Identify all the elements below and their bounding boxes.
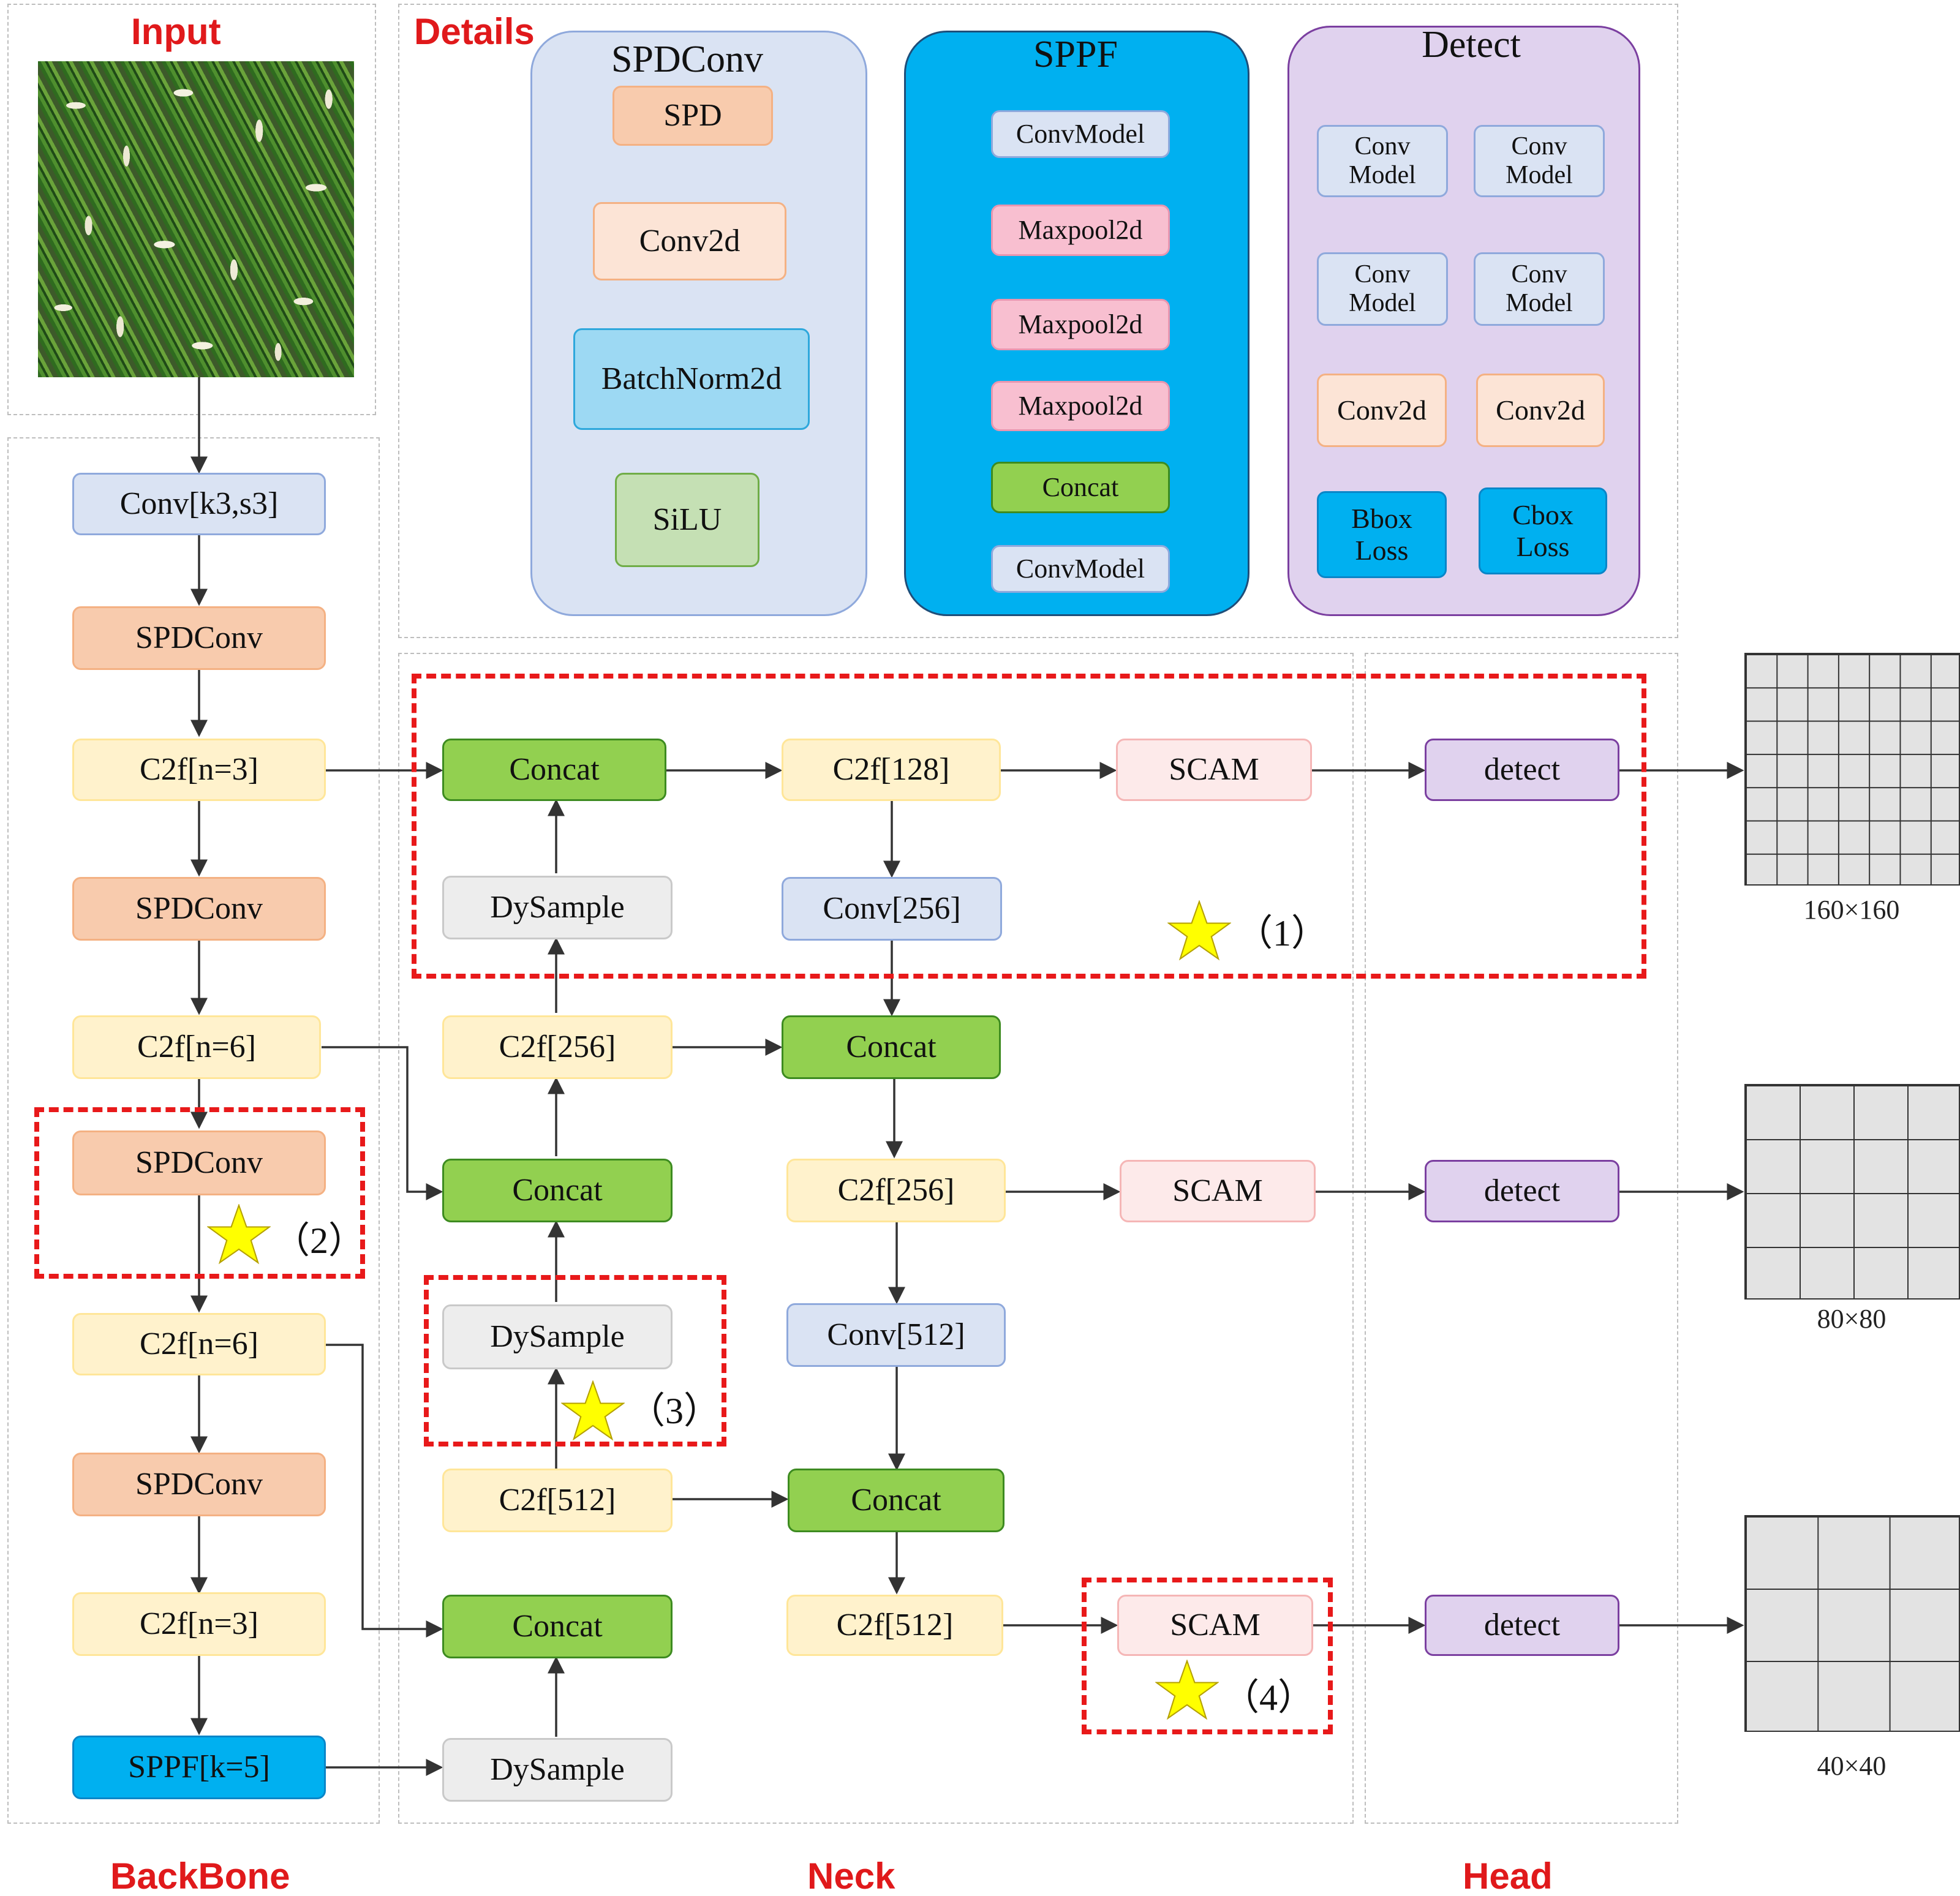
- spdconv-detail-title: SPDConv: [611, 39, 764, 80]
- highlight-region-1: [412, 674, 1646, 979]
- neck-dysample-3: DySample: [442, 1738, 673, 1802]
- backbone-frame: [7, 437, 380, 1824]
- neck-c2f-512-b: C2f[512]: [786, 1595, 1003, 1656]
- input-title: Input: [131, 11, 221, 52]
- neck-concat-2: Concat: [442, 1159, 673, 1222]
- star-icon: [561, 1380, 625, 1441]
- neck-scam-2: SCAM: [1120, 1160, 1316, 1222]
- backbone-spdconv-2: SPDConv: [72, 877, 326, 941]
- output-grid-40: [1744, 1515, 1960, 1732]
- input-frame: [7, 4, 376, 415]
- detect-detail-title: Detect: [1422, 24, 1521, 66]
- neck-concat-5: Concat: [788, 1469, 1005, 1532]
- output-label-80: 80×80: [1817, 1304, 1887, 1334]
- neck-conv-256: Conv[256]: [782, 877, 1002, 941]
- input-image: [38, 61, 354, 377]
- output-grid-160: [1744, 653, 1960, 886]
- neck-dysample-2: DySample: [442, 1304, 673, 1369]
- detect-right-convmodel-2: Conv Model: [1474, 252, 1605, 326]
- star-icon: [1155, 1660, 1219, 1720]
- neck-c2f-128: C2f[128]: [782, 739, 1001, 801]
- neck-title: Neck: [807, 1856, 895, 1896]
- sppf-detail-title: SPPF: [1033, 34, 1118, 75]
- neck-concat-3: Concat: [442, 1595, 673, 1658]
- marker-label-2: （2）: [273, 1221, 365, 1261]
- neck-scam-1: SCAM: [1116, 739, 1312, 801]
- sppf-maxpool-1: Maxpool2d: [991, 205, 1170, 256]
- backbone-spdconv-4: SPDConv: [72, 1453, 326, 1516]
- marker-label-3: （3）: [628, 1391, 720, 1431]
- neck-c2f-256-a: C2f[256]: [442, 1015, 673, 1079]
- sppf-maxpool-2: Maxpool2d: [991, 299, 1170, 350]
- head-title: Head: [1463, 1856, 1553, 1896]
- sppf-maxpool-3: Maxpool2d: [991, 381, 1170, 431]
- star-icon: [1167, 900, 1231, 961]
- highlight-region-3: [424, 1275, 726, 1446]
- neck-c2f-512-a: C2f[512]: [442, 1469, 673, 1532]
- backbone-c2f-1: C2f[n=3]: [72, 739, 326, 801]
- neck-concat-4: Concat: [782, 1015, 1001, 1079]
- output-label-40: 40×40: [1817, 1751, 1887, 1781]
- head-frame: [1365, 653, 1678, 1824]
- sppf-concat: Concat: [991, 462, 1170, 513]
- marker-label-4: （4）: [1223, 1677, 1314, 1718]
- head-detect-2: detect: [1425, 1160, 1619, 1222]
- detect-left-convmodel-2: Conv Model: [1317, 252, 1448, 326]
- sppf-convmodel-2: ConvModel: [991, 545, 1170, 593]
- head-detect-1: detect: [1425, 739, 1619, 801]
- neck-conv-512: Conv[512]: [786, 1303, 1006, 1367]
- neck-c2f-256-b: C2f[256]: [786, 1159, 1006, 1222]
- output-grid-80: [1744, 1084, 1960, 1300]
- backbone-conv: Conv[k3,s3]: [72, 473, 326, 535]
- backbone-sppf: SPPF[k=5]: [72, 1736, 326, 1799]
- batchnorm2d-block: BatchNorm2d: [573, 328, 810, 430]
- neck-concat-1: Concat: [442, 739, 666, 801]
- backbone-spdconv-1: SPDConv: [72, 606, 326, 670]
- output-label-160: 160×160: [1803, 895, 1900, 925]
- backbone-title: BackBone: [110, 1856, 290, 1896]
- details-frame: [398, 4, 1678, 638]
- neck-frame: [398, 653, 1354, 1824]
- conv2d-block: Conv2d: [593, 202, 786, 280]
- backbone-c2f-2: C2f[n=6]: [72, 1015, 321, 1079]
- star-icon: [207, 1204, 271, 1265]
- silu-block: SiLU: [615, 473, 760, 567]
- details-title: Details: [414, 11, 535, 52]
- spd-block: SPD: [612, 86, 773, 146]
- backbone-c2f-4: C2f[n=3]: [72, 1592, 326, 1656]
- head-detect-3: detect: [1425, 1595, 1619, 1656]
- detect-bbox-loss: Bbox Loss: [1317, 491, 1447, 578]
- detect-left-convmodel-1: Conv Model: [1317, 125, 1448, 197]
- neck-dysample-1: DySample: [442, 876, 673, 939]
- sppf-convmodel-1: ConvModel: [991, 110, 1170, 158]
- backbone-c2f-3: C2f[n=6]: [72, 1313, 326, 1375]
- detect-right-conv2d: Conv2d: [1476, 374, 1605, 447]
- highlight-region-2: [34, 1107, 365, 1279]
- highlight-region-4: [1082, 1578, 1333, 1734]
- detect-right-convmodel-1: Conv Model: [1474, 125, 1605, 197]
- backbone-spdconv-3: SPDConv: [72, 1130, 326, 1195]
- marker-label-1: （1）: [1236, 913, 1328, 954]
- detect-cbox-loss: Cbox Loss: [1479, 487, 1607, 574]
- neck-scam-3: SCAM: [1117, 1595, 1313, 1656]
- detect-left-conv2d: Conv2d: [1317, 374, 1447, 447]
